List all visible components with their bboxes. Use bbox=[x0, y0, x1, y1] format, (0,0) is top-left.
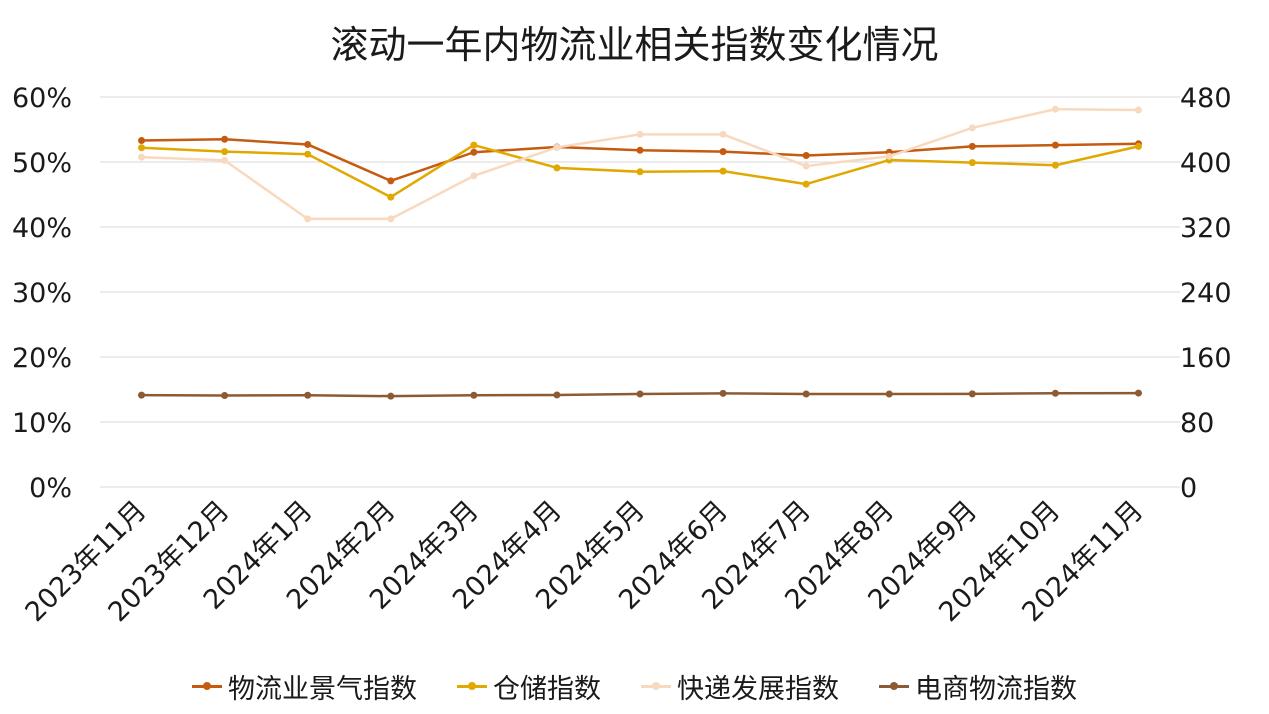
right-axis-tick-label: 480 bbox=[1180, 83, 1232, 114]
data-point bbox=[221, 148, 229, 156]
series-1 bbox=[138, 141, 1142, 201]
legend-item: 物流业景气指数 bbox=[192, 667, 417, 706]
data-point bbox=[636, 146, 644, 154]
left-axis-tick-label: 0% bbox=[29, 473, 72, 504]
data-point bbox=[719, 130, 727, 138]
data-point bbox=[1134, 106, 1142, 114]
legend-label: 快递发展指数 bbox=[677, 673, 839, 705]
data-point bbox=[470, 141, 478, 149]
legend-swatch bbox=[879, 681, 909, 690]
data-point bbox=[221, 392, 229, 400]
data-point bbox=[470, 172, 478, 180]
left-axis-tick-label: 30% bbox=[12, 278, 72, 309]
data-point bbox=[968, 142, 976, 150]
data-point bbox=[885, 152, 893, 160]
series-lines bbox=[138, 105, 1142, 400]
data-point bbox=[802, 180, 810, 188]
data-point bbox=[387, 392, 395, 400]
legend-label: 仓储指数 bbox=[493, 673, 601, 705]
data-point bbox=[387, 215, 395, 223]
data-point bbox=[221, 135, 229, 143]
legend-item: 快递发展指数 bbox=[641, 667, 839, 706]
data-point bbox=[1051, 105, 1059, 113]
data-point bbox=[553, 391, 561, 399]
right-axis-tick-label: 0 bbox=[1180, 473, 1197, 504]
legend-label: 电商物流指数 bbox=[915, 673, 1077, 705]
right-axis-tick-label: 400 bbox=[1180, 148, 1232, 179]
gridlines bbox=[100, 96, 1180, 488]
data-point bbox=[719, 148, 727, 156]
right-axis-tick-label: 80 bbox=[1180, 408, 1214, 439]
right-axis-tick-label: 320 bbox=[1180, 213, 1232, 244]
left-axis-tick-label: 50% bbox=[12, 148, 72, 179]
data-point bbox=[304, 391, 312, 399]
legend-label: 物流业景气指数 bbox=[228, 673, 417, 705]
data-point bbox=[138, 144, 146, 152]
data-point bbox=[138, 137, 146, 145]
data-point bbox=[304, 215, 312, 223]
data-point bbox=[968, 390, 976, 398]
data-point bbox=[802, 152, 810, 159]
left-axis-tick-label: 10% bbox=[12, 408, 72, 439]
series-0 bbox=[138, 135, 1142, 185]
data-point bbox=[636, 168, 644, 176]
data-point bbox=[304, 150, 312, 158]
left-axis-ticks: 0% 10% 20% 30% 40% 50% 60% bbox=[12, 83, 72, 504]
data-point bbox=[553, 143, 561, 151]
data-point bbox=[138, 391, 146, 399]
data-point bbox=[387, 193, 395, 201]
data-point bbox=[719, 389, 727, 397]
data-point bbox=[1051, 141, 1059, 149]
legend-swatch bbox=[457, 681, 487, 690]
data-point bbox=[470, 391, 478, 399]
data-point bbox=[636, 390, 644, 398]
data-point bbox=[802, 162, 810, 170]
data-point bbox=[968, 159, 976, 167]
legend-swatch bbox=[192, 681, 222, 690]
chart-title: 滚动一年内物流业相关指数变化情况 bbox=[330, 23, 939, 67]
right-axis-tick-label: 240 bbox=[1180, 278, 1232, 309]
data-point bbox=[387, 177, 395, 185]
data-point bbox=[1051, 389, 1059, 397]
left-axis-tick-label: 40% bbox=[12, 213, 72, 244]
chart-legend: 物流业景气指数 仓储指数 快递发展指数 电商物流指数 bbox=[0, 664, 1269, 708]
data-point bbox=[304, 140, 312, 148]
left-axis-tick-label: 60% bbox=[12, 83, 72, 114]
data-point bbox=[138, 153, 146, 161]
data-point bbox=[553, 164, 561, 172]
left-axis-tick-label: 20% bbox=[12, 343, 72, 374]
legend-swatch bbox=[641, 681, 671, 690]
data-point bbox=[1134, 142, 1142, 150]
data-point bbox=[802, 390, 810, 398]
data-point bbox=[885, 390, 893, 398]
data-point bbox=[636, 130, 644, 138]
series-2 bbox=[138, 105, 1142, 223]
series-3 bbox=[138, 389, 1142, 400]
right-axis-ticks: 0 80 160 240 320 400 480 bbox=[1180, 83, 1232, 504]
data-point bbox=[1134, 389, 1142, 397]
legend-item: 电商物流指数 bbox=[879, 667, 1077, 706]
data-point bbox=[1051, 161, 1059, 169]
right-axis-tick-label: 160 bbox=[1180, 343, 1232, 374]
data-point bbox=[470, 148, 478, 156]
data-point bbox=[719, 167, 727, 175]
data-point bbox=[968, 124, 976, 132]
data-point bbox=[221, 156, 229, 164]
x-axis-ticks: 2023年11月2023年12月2024年1月2024年2月2024年3月202… bbox=[19, 495, 1149, 628]
legend-item: 仓储指数 bbox=[457, 667, 601, 706]
